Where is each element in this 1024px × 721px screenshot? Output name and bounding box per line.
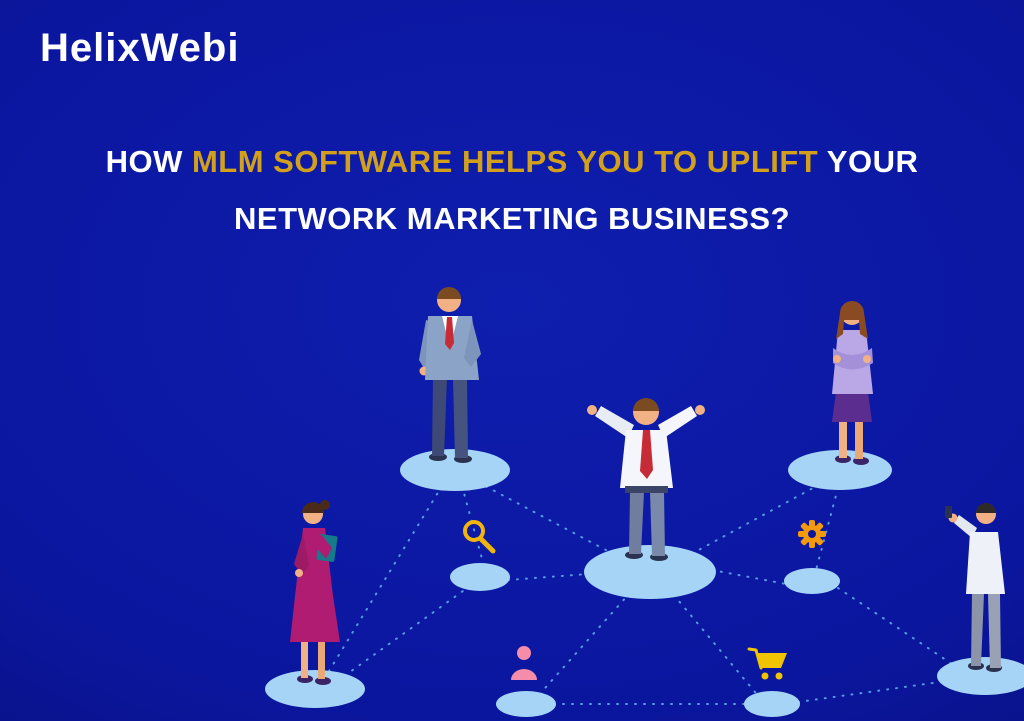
search-icon	[463, 520, 496, 554]
network-node	[784, 568, 840, 594]
network-node	[496, 691, 556, 717]
person-presenter-open-arms	[587, 398, 705, 561]
heading-line-2: NETWORK MARKETING BUSINESS?	[234, 201, 790, 236]
network-node	[400, 449, 510, 491]
gear-icon	[798, 520, 826, 548]
network-node	[584, 545, 716, 599]
brand-logo: HelixWebi	[40, 26, 240, 70]
network-node	[450, 563, 510, 591]
person-businessman-suit	[419, 287, 481, 463]
person-man-with-phone	[945, 503, 1005, 672]
heading-line-1-prefix: HOW	[105, 144, 192, 179]
heading-line-1-suffix: YOUR	[818, 144, 919, 179]
person-businesswoman-arms-crossed	[832, 301, 873, 465]
network-nodes	[265, 449, 1024, 717]
network-node	[744, 691, 800, 717]
connection-lines	[325, 477, 959, 705]
network-node	[937, 657, 1024, 695]
heading-line-1: HOW MLM SOFTWARE HELPS YOU TO UPLIFT YOU…	[0, 146, 1024, 177]
person-woman-clipboard	[290, 500, 340, 685]
cart-icon	[747, 647, 787, 680]
page-title: HOW MLM SOFTWARE HELPS YOU TO UPLIFT YOU…	[0, 146, 1024, 234]
heading-line-1-highlight: MLM SOFTWARE HELPS YOU TO UPLIFT	[191, 144, 819, 179]
user-icon	[511, 646, 537, 680]
network-node	[265, 670, 365, 708]
